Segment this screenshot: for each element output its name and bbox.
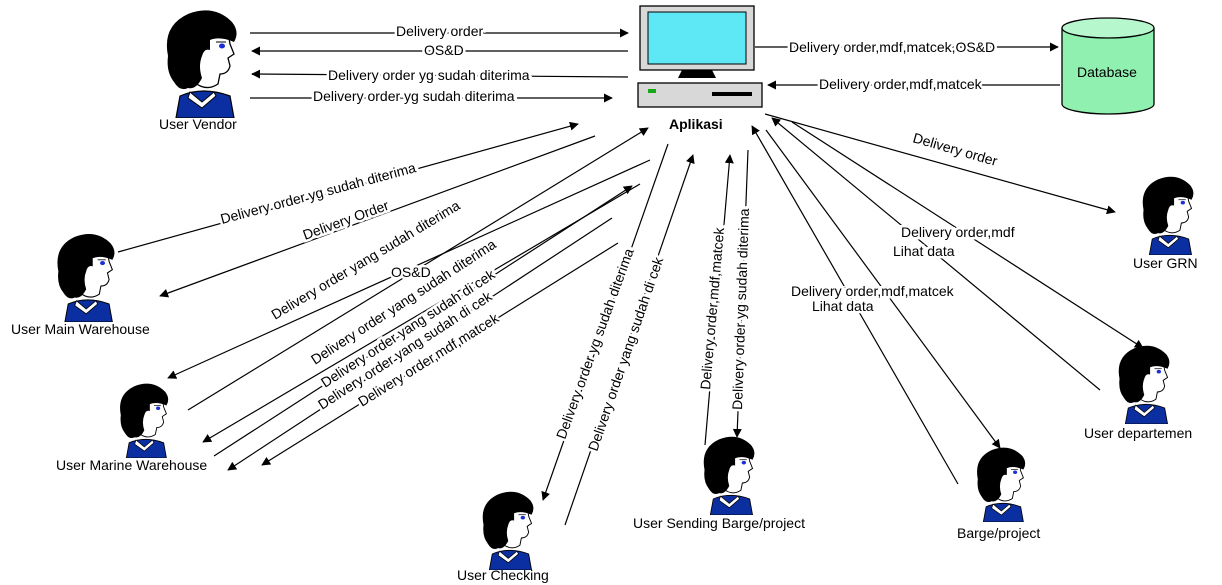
edge-app-mainwh-2 <box>159 135 596 298</box>
edge-barge-app <box>751 125 959 485</box>
label-departemen-lihat: Lihat data <box>893 243 955 259</box>
user-checking-icon <box>482 491 535 570</box>
user-grn-icon <box>1142 176 1195 255</box>
power-led-icon <box>648 89 656 93</box>
label-marinewh-osd: OS&D <box>391 264 431 280</box>
database: Database <box>1061 17 1155 115</box>
user-vendor-icon <box>166 9 238 118</box>
actor-barge-project: Barge/project <box>957 447 1040 541</box>
edge-checking-app <box>564 154 695 526</box>
app-label: Aplikasi <box>669 116 723 132</box>
edge-app-grn <box>764 113 1116 215</box>
actor-label-grn: User GRN <box>1133 255 1198 271</box>
actor-user-sending-barge: User Sending Barge/project <box>633 436 805 531</box>
database-cylinder-top <box>1061 17 1155 39</box>
user-main-warehouse-icon <box>56 233 116 322</box>
label-db-out: Delivery order,mdf,matcek,OS&D <box>789 39 995 55</box>
actor-user-vendor: User Vendor <box>159 9 238 132</box>
actor-user-main-warehouse: User Main Warehouse <box>11 233 150 337</box>
edge-marinewh-app-6 <box>213 185 633 457</box>
actor-label-vendor: User Vendor <box>159 116 237 132</box>
user-sending-barge-icon <box>703 436 756 515</box>
label-barge-lihat: Lihat data <box>812 298 874 314</box>
label-vendor-do: Delivery order <box>396 23 483 39</box>
database-label: Database <box>1077 64 1137 80</box>
edge-app-checking <box>541 143 669 501</box>
label-sending-1: Delivery order,mdf,matcek <box>697 226 727 390</box>
edge-mainwh-app-1 <box>117 121 579 253</box>
actor-label-sending-barge: User Sending Barge/project <box>633 515 805 531</box>
edge-departemen-app <box>771 117 1101 391</box>
actor-label-marine-warehouse: User Marine Warehouse <box>56 457 207 473</box>
label-vendor-diterima-1: Delivery order yg sudah diterima <box>328 67 530 83</box>
actor-label-checking: User Checking <box>457 567 549 583</box>
label-vendor-osd: OS&D <box>424 42 464 58</box>
label-barge-do: Delivery order,mdf,matcek <box>791 283 955 299</box>
label-mainwh-1: Delivery order yg sudah diterima <box>219 159 418 227</box>
label-departemen-do: Delivery order,mdf <box>901 224 1015 240</box>
user-marine-warehouse-icon <box>119 383 169 458</box>
edge-app-vendor-diterima <box>251 69 629 79</box>
label-grn: Delivery order <box>911 130 999 169</box>
application-computer: Aplikasi <box>637 5 763 132</box>
actor-label-departemen: User departemen <box>1084 425 1192 441</box>
edge-marinewh-app-3 <box>187 127 649 411</box>
label-sending-2: Delivery order yg sudah diterima <box>729 208 752 410</box>
monitor-stand <box>678 70 716 78</box>
actor-user-checking: User Checking <box>457 491 549 583</box>
drive-slot-icon <box>712 92 752 96</box>
edge-app-marinewh-7 <box>227 217 613 471</box>
label-mainwh-2: Delivery Order <box>301 197 392 243</box>
user-departemen-icon <box>1118 345 1171 424</box>
actor-label-main-warehouse: User Main Warehouse <box>11 321 150 337</box>
actor-user-marine-warehouse: User Marine Warehouse <box>56 383 207 473</box>
edge-app-marinewh-4 <box>167 159 651 379</box>
barge-project-icon <box>976 447 1026 522</box>
edge-sending-app <box>704 154 734 446</box>
edge-app-marinewh-5 <box>202 183 641 443</box>
label-vendor-diterima-2: Delivery order yg sudah diterima <box>313 88 515 104</box>
edge-app-barge <box>765 129 1001 449</box>
actor-label-barge: Barge/project <box>957 525 1040 541</box>
edge-app-marinewh-8 <box>261 242 619 466</box>
edge-app-sending <box>732 149 749 438</box>
monitor-screen <box>647 11 747 65</box>
database-cylinder-icon <box>1061 28 1155 115</box>
actor-user-departemen: User departemen <box>1084 345 1192 441</box>
edge-app-departemen <box>791 121 1144 349</box>
label-db-in: Delivery order,mdf,matcek <box>819 76 983 92</box>
actor-user-grn: User GRN <box>1133 176 1198 271</box>
